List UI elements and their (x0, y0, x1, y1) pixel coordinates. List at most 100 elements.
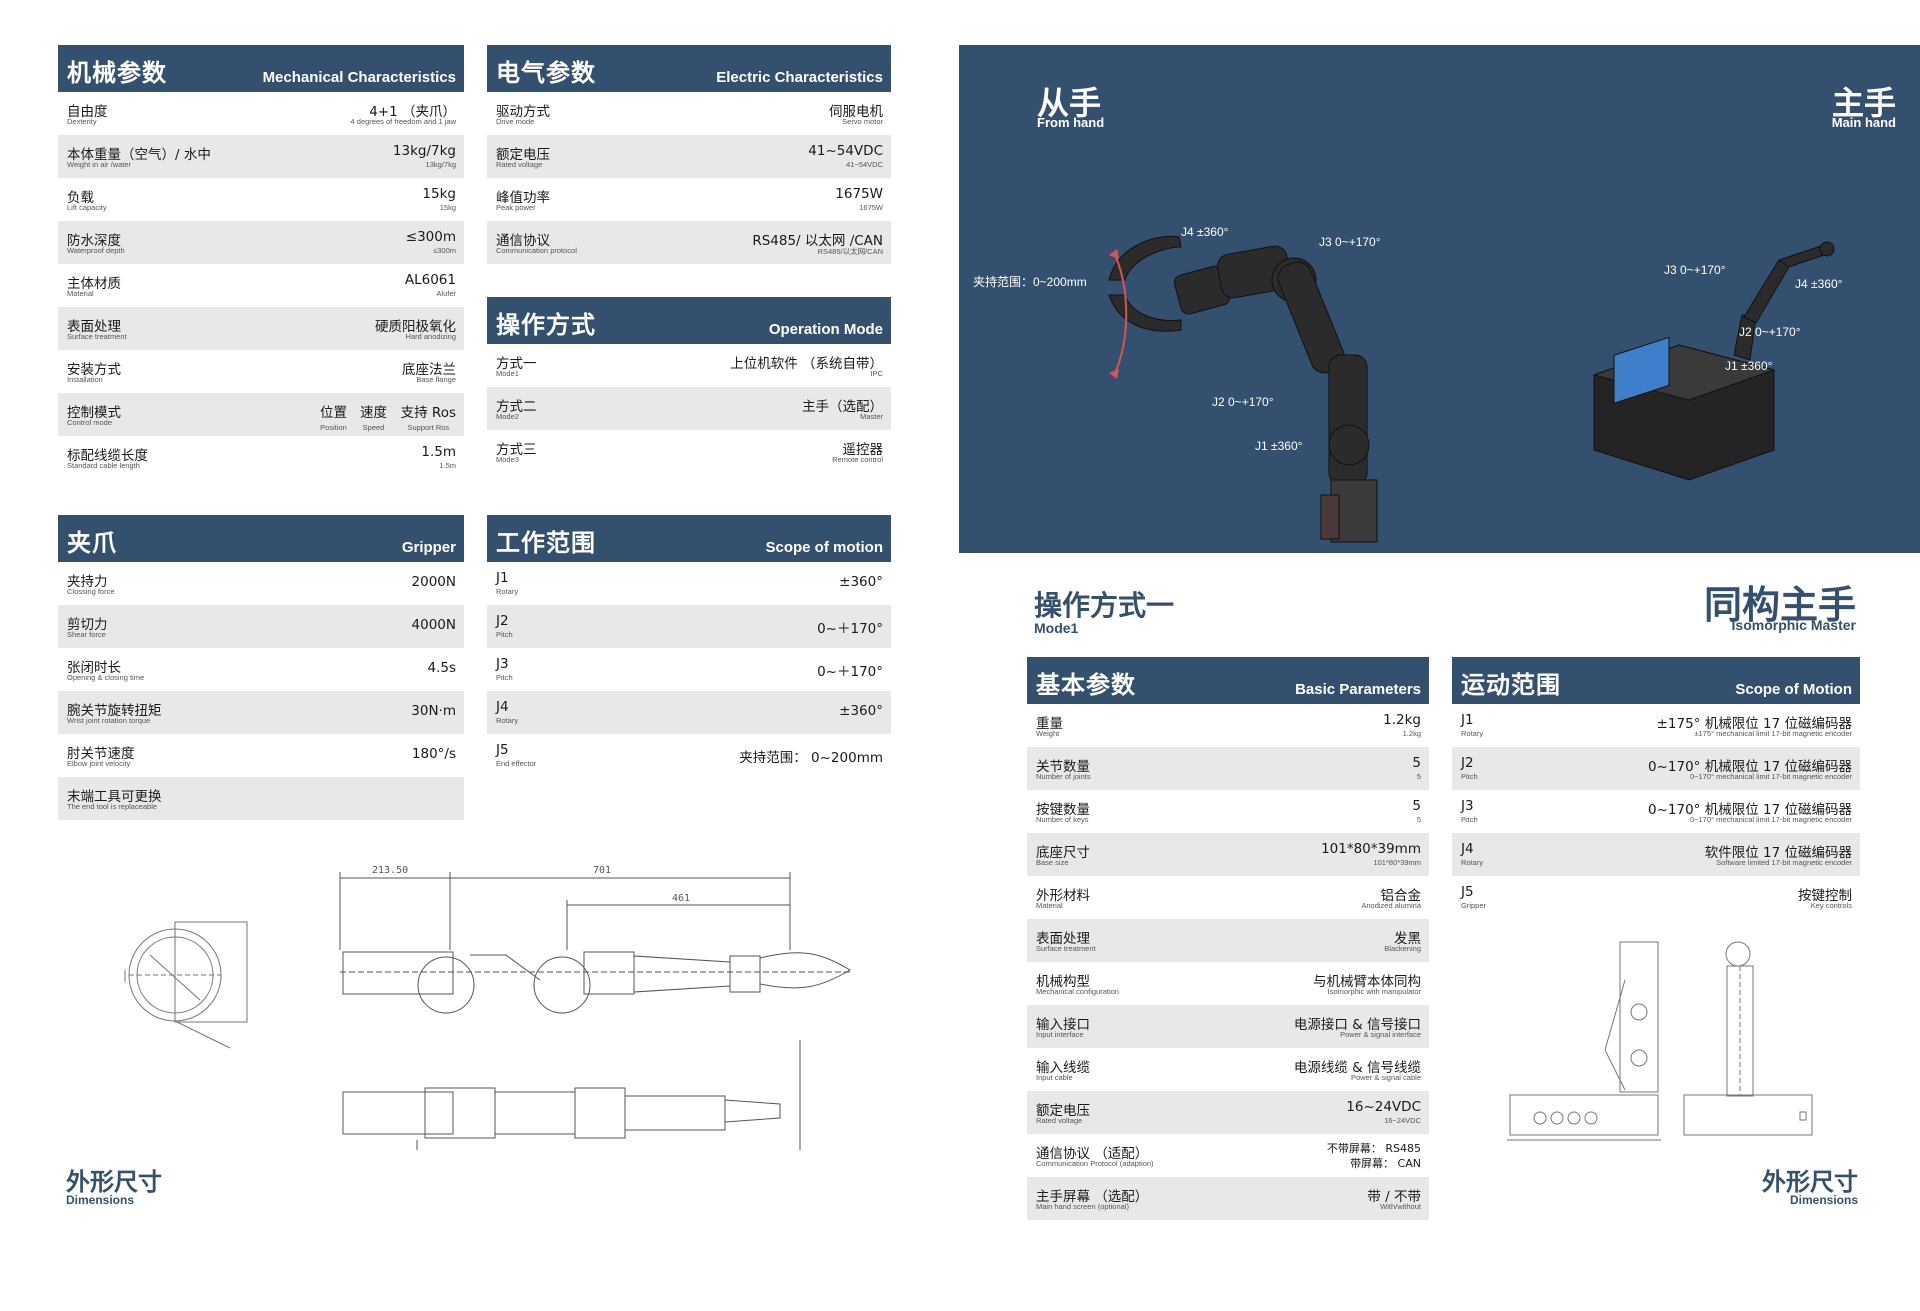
row-label-en: Mode3 (496, 455, 519, 464)
table-row: 关节数量 Number of joints 5 5 (1027, 747, 1429, 790)
basic-title: 基本参数 (1036, 671, 1136, 699)
row-value: 夹持范围： 0~200mm (739, 750, 883, 766)
row-value: 硬质阳极氧化 (375, 319, 456, 335)
table-row: 腕关节旋转扭矩 Wrist joint rotation torque 30N·… (58, 691, 464, 734)
row-value-en: 41~54VDC (846, 160, 883, 169)
dimensions-title-right-en: Dimensions (1789, 1193, 1858, 1207)
dimension-label: 701 (593, 865, 611, 876)
master-joint-label-j4: J4 ±360° (1795, 277, 1843, 291)
row-label: 关节数量 (1036, 759, 1090, 775)
row-label-en: Material (1036, 901, 1063, 910)
mechanical-header: 机械参数 Mechanical Characteristics (58, 45, 464, 92)
row-label: 主手屏幕 （选配） (1036, 1189, 1149, 1205)
row-value-en: 1.5m (439, 461, 456, 470)
table-row: 主手屏幕 （选配） Main hand screen (optional) 带 … (1027, 1177, 1429, 1220)
row-value: ±175° 机械限位 17 位磁编码器 (1656, 716, 1852, 732)
row-label-en: Number of keys (1036, 815, 1089, 824)
dimension-label: 213.50 (372, 865, 408, 876)
row-value: 2000N (411, 574, 456, 590)
row-label: J2 (1461, 755, 1474, 771)
row-value-en: With/without (1380, 1202, 1421, 1211)
table-row: 本体重量（空气）/ 水中 Weight in air /water 13kg/7… (58, 135, 464, 178)
operation-table: 操作方式 Operation Mode 方式一 Mode1 上位机软件 （系统自… (487, 297, 891, 473)
table-row: J2 Pitch 0~170° 机械限位 17 位磁编码器 0~170° mec… (1452, 747, 1860, 790)
row-value: 底座法兰 (402, 362, 456, 378)
table-row: J5 Gripper 按键控制 Key controls (1452, 876, 1860, 919)
master-dimension-drawing-front (1683, 941, 1813, 1136)
row-value-en: 4 degrees of freedom and 1 jaw (350, 117, 456, 126)
gripper-title: 夹爪 (67, 529, 117, 557)
row-label: 表面处理 (67, 319, 121, 335)
table-row: 张闭时长 Opening & closing time 4.5s (58, 648, 464, 691)
master-dimension-drawing-side (1507, 941, 1661, 1141)
row-label-en: Pitch (496, 673, 513, 682)
control-mode-ros: 支持 Ros Support Ros (401, 401, 456, 432)
row-label: 自由度 (67, 104, 108, 120)
basic-header: 基本参数 Basic Parameters (1027, 657, 1429, 704)
table-row: 标配线缆长度 Standard cable length 1.5m 1.5m (58, 436, 464, 479)
table-row: 输入接口 Input interface 电源接口 & 信号接口 Power &… (1027, 1005, 1429, 1048)
table-row: 峰值功率 Peak power 1675W 1675W (487, 178, 891, 221)
electric-table: 电气参数 Electric Characteristics 驱动方式 Drive… (487, 45, 891, 264)
row-label: 峰值功率 (496, 190, 550, 206)
row-label-en: Rotary (1461, 729, 1484, 738)
row-label: 外形材料 (1036, 888, 1090, 904)
row-value-en: Remote control (832, 455, 883, 464)
row-value-en: Software limited 17-bit magnetic encoder (1716, 858, 1852, 867)
row-label: 额定电压 (1036, 1103, 1090, 1119)
motion-table: 运动范围 Scope of Motion J1 Rotary ±175° 机械限… (1452, 657, 1860, 919)
row-value: 0~170° 机械限位 17 位磁编码器 (1648, 759, 1852, 775)
mechanical-title: 机械参数 (67, 59, 167, 87)
row-label-en: Control mode (67, 418, 113, 427)
row-label: 末端工具可更换 (67, 789, 162, 805)
table-row: J5 End effector 夹持范围： 0~200mm (487, 734, 891, 777)
motion-header: 运动范围 Scope of Motion (1452, 657, 1860, 704)
row-label-en: Rated voltage (1036, 1116, 1083, 1125)
electric-title: 电气参数 (496, 59, 596, 87)
row-value-en: Alufer (436, 289, 456, 298)
row-label: 通信协议 （适配） (1036, 1146, 1149, 1162)
row-value: 1.5m (421, 444, 456, 460)
row-value: ±360° (839, 703, 883, 719)
row-value: ±360° (839, 574, 883, 590)
isomorphic-master-title: 同构主手 (1703, 583, 1856, 627)
table-row: 表面处理 Surface treatment 发黑 Blackening (1027, 919, 1429, 962)
row-value: 伺服电机 (829, 104, 883, 120)
control-mode-label: 速度 (360, 405, 387, 421)
row-value: 15kg (422, 186, 456, 202)
row-label: 底座尺寸 (1036, 845, 1090, 861)
row-label-en: Rated voltage (496, 160, 543, 169)
scope-header: 工作范围 Scope of motion (487, 515, 891, 562)
row-label-en: Peak power (496, 203, 536, 212)
row-label-en: Opening & closing time (67, 673, 145, 682)
row-label: 防水深度 (67, 233, 121, 249)
row-label-en: Standard cable length (67, 461, 140, 470)
row-label-en: Pitch (496, 630, 513, 639)
row-label: J4 (496, 699, 509, 715)
row-label-en: Drive mode (496, 117, 535, 126)
row-value: 不带屏幕： RS485 (1326, 1142, 1421, 1155)
joint-label-j1: J1 ±360° (1255, 439, 1303, 453)
dimension-drawing-top: 213.50 701 461 113 30 (339, 865, 851, 1150)
row-label: J1 (496, 570, 509, 586)
row-value-en: 15kg (439, 203, 456, 212)
control-mode-label: 位置 (320, 405, 347, 421)
row-value-en: RS485/以太网/CAN (817, 247, 883, 256)
basic-table: 基本参数 Basic Parameters 重量 Weight 1.2kg 1.… (1027, 657, 1429, 1220)
row-label: 夹持力 (67, 574, 108, 590)
table-row: J1 Rotary ±175° 机械限位 17 位磁编码器 ±175° mech… (1452, 704, 1860, 747)
table-row: 底座尺寸 Base size 101*80*39mm 101*80*39mm (1027, 833, 1429, 876)
row-label: 腕关节旋转扭矩 (67, 703, 162, 719)
operation-title-en: Operation Mode (768, 321, 883, 338)
row-label-en: Elbow joint velocity (67, 759, 131, 768)
row-value-en: Master (860, 412, 883, 421)
row-label: 剪切力 (67, 617, 108, 633)
row-value: 13kg/7kg (392, 143, 456, 159)
table-row: 额定电压 Rated voltage 16~24VDC 16~24VDC (1027, 1091, 1429, 1134)
table-row: 防水深度 Waterproof depth ≤300m ≤300m (58, 221, 464, 264)
scope-table: 工作范围 Scope of motion J1 Rotary ±360° J2 … (487, 515, 891, 777)
table-row: 肘关节速度 Elbow joint velocity 180°/s (58, 734, 464, 777)
row-value-en: ≤300m (433, 246, 456, 255)
row-label: J2 (496, 613, 509, 629)
control-mode-label: 支持 Ros (400, 405, 456, 421)
